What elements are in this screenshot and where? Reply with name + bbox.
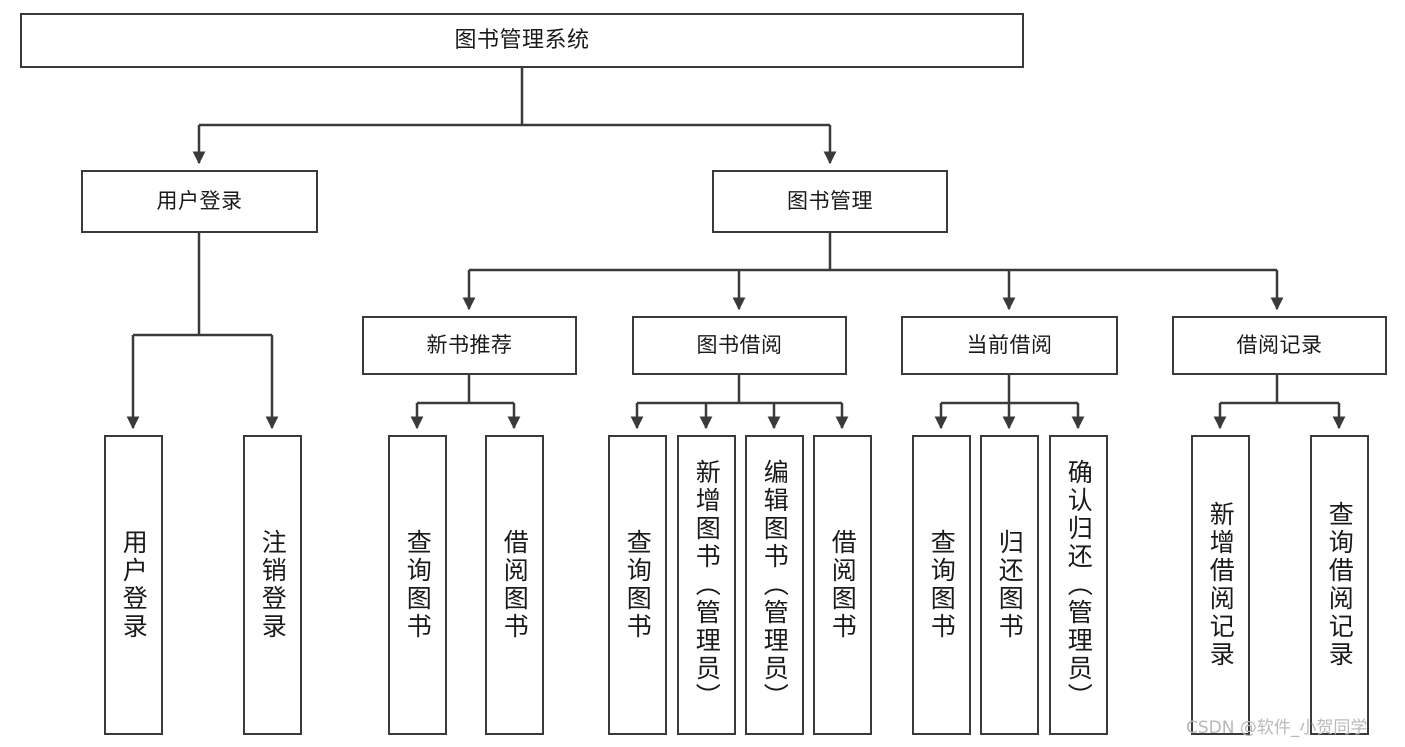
node-leaf-logout[interactable]: 注销登录 bbox=[243, 435, 302, 735]
node-leaf-return-book[interactable]: 归还图书 bbox=[980, 435, 1039, 735]
node-new-book-recommendation[interactable]: 新书推荐 bbox=[362, 316, 577, 375]
node-leaf-add-borrow-record[interactable]: 新增借阅记录 bbox=[1191, 435, 1250, 735]
node-label: 用户登录 bbox=[156, 189, 243, 214]
node-leaf-query-book-current[interactable]: 查询图书 bbox=[912, 435, 971, 735]
node-label: 借阅图书 bbox=[500, 529, 530, 641]
node-label: 查询图书 bbox=[403, 529, 433, 641]
node-label: 注销登录 bbox=[258, 529, 288, 641]
node-current-borrowing[interactable]: 当前借阅 bbox=[901, 316, 1118, 375]
node-label: 新增借阅记录 bbox=[1206, 501, 1236, 669]
node-leaf-query-borrow-record[interactable]: 查询借阅记录 bbox=[1310, 435, 1369, 735]
node-label: 查询图书 bbox=[927, 529, 957, 641]
node-user-login[interactable]: 用户登录 bbox=[81, 170, 318, 233]
node-label: 新书推荐 bbox=[426, 333, 513, 358]
node-label: 新增图书（管理员） bbox=[692, 459, 722, 711]
node-label: 确认归还（管理员） bbox=[1064, 459, 1094, 711]
node-label: 图书管理 bbox=[787, 189, 873, 214]
node-label: 查询借阅记录 bbox=[1325, 501, 1355, 669]
node-label: 图书管理系统 bbox=[454, 27, 590, 53]
node-label: 借阅记录 bbox=[1236, 333, 1323, 358]
node-book-borrowing[interactable]: 图书借阅 bbox=[632, 316, 847, 375]
node-leaf-borrow-book[interactable]: 借阅图书 bbox=[813, 435, 872, 735]
node-leaf-edit-book-admin[interactable]: 编辑图书（管理员） bbox=[745, 435, 804, 735]
node-label: 查询图书 bbox=[623, 529, 653, 641]
node-root-book-management-system[interactable]: 图书管理系统 bbox=[20, 13, 1024, 68]
node-leaf-borrow-book-newbook[interactable]: 借阅图书 bbox=[485, 435, 544, 735]
node-leaf-add-book-admin[interactable]: 新增图书（管理员） bbox=[677, 435, 736, 735]
node-borrowing-record[interactable]: 借阅记录 bbox=[1172, 316, 1387, 375]
node-label: 编辑图书（管理员） bbox=[760, 459, 790, 711]
node-label: 图书借阅 bbox=[696, 333, 783, 358]
node-label: 归还图书 bbox=[995, 529, 1025, 641]
node-leaf-query-book-newbook[interactable]: 查询图书 bbox=[388, 435, 447, 735]
node-leaf-user-login[interactable]: 用户登录 bbox=[104, 435, 163, 735]
node-leaf-confirm-return-admin[interactable]: 确认归还（管理员） bbox=[1049, 435, 1108, 735]
node-label: 借阅图书 bbox=[828, 529, 858, 641]
csdn-watermark: CSDN @软件_小贺同学 bbox=[1186, 718, 1368, 738]
node-leaf-query-book-borrow[interactable]: 查询图书 bbox=[608, 435, 667, 735]
node-label: 当前借阅 bbox=[966, 333, 1053, 358]
node-label: 用户登录 bbox=[119, 529, 149, 641]
node-book-management[interactable]: 图书管理 bbox=[712, 170, 948, 233]
